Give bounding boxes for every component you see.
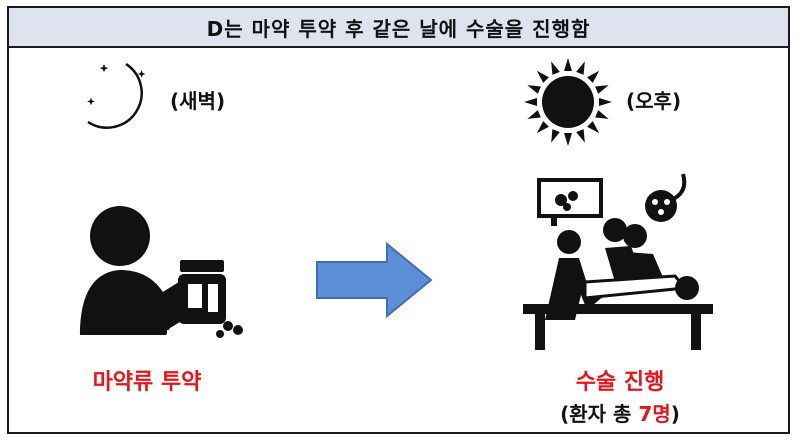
patients-suffix: ) — [670, 402, 680, 426]
afternoon-label: (오후) — [626, 89, 682, 113]
sun-ray — [536, 70, 549, 83]
patients-count: 7명 — [638, 402, 671, 426]
sun-ray — [587, 121, 600, 134]
sun-ray — [564, 133, 572, 146]
sun-ray — [587, 70, 600, 83]
dawn-label: (새벽) — [170, 89, 226, 113]
surgery-caption: 수술 진행 — [575, 370, 665, 395]
sun-icon — [524, 58, 612, 146]
sun-ray — [551, 129, 560, 143]
diagram-title: D는 마약 투약 후 같은 날에 수술을 진행함 — [9, 8, 788, 48]
sun-ray — [576, 61, 585, 75]
sun-ray — [576, 129, 585, 143]
sun-ray — [599, 98, 612, 106]
sun-ray — [551, 61, 560, 75]
surgery-team-icon — [523, 173, 713, 350]
drug-use-person-icon — [80, 206, 243, 342]
patients-prefix: (환자 총 — [560, 402, 639, 426]
sun-ray — [536, 121, 549, 134]
sun-ray — [527, 85, 541, 94]
drug-use-caption: 마약류 투약 — [92, 370, 202, 395]
sun-ray — [595, 110, 609, 119]
patients-total: (환자 총 7명) — [520, 398, 720, 427]
sun-ray — [524, 98, 537, 106]
sun-ray — [595, 85, 609, 94]
moon-stars-icon — [87, 62, 146, 129]
sun-ray — [564, 58, 572, 71]
sun-ray — [527, 110, 541, 119]
arrow-right-icon — [316, 241, 433, 319]
